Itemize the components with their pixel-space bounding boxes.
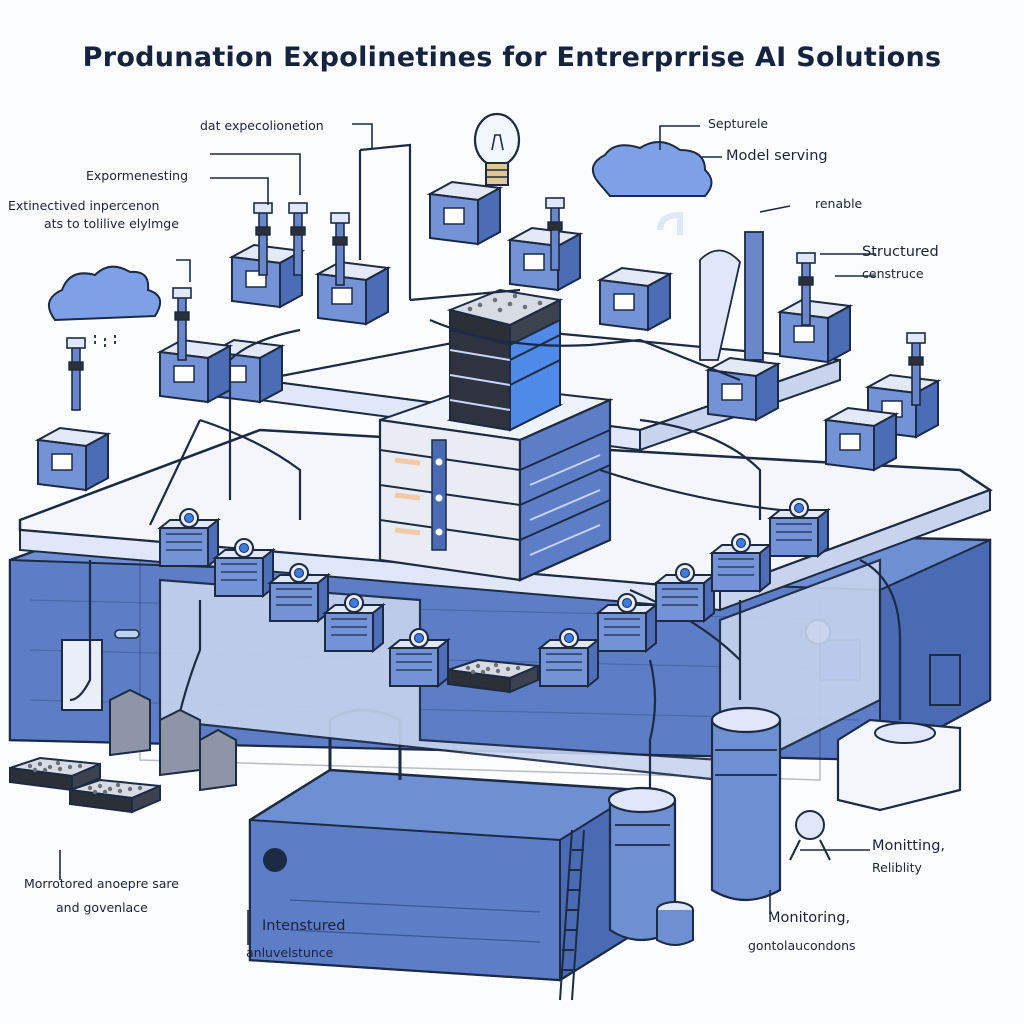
ladder: [559, 829, 585, 1001]
cylinder-tanks: [607, 706, 782, 946]
label-monitoring-right-line2: Reliblity: [872, 860, 922, 875]
label-experimenting: Expormenesting: [86, 168, 189, 183]
light-bulb-icon: [473, 112, 521, 186]
label-extinctioned-line1: Extinectived inpercenon: [8, 198, 160, 213]
page-title: Produnation Expolinetines for Entrerprri…: [82, 42, 942, 73]
label-renable: renable: [815, 196, 863, 211]
label-monitoring-bottom-line1: Monitoring,: [768, 910, 851, 926]
label-monitored-line1: Morrotored anoepre sare: [24, 876, 179, 891]
label-intensured-line2: anluvelstunce: [246, 945, 334, 960]
label-model-serving: Model serving: [726, 148, 828, 164]
label-extinctioned-line2: ats to tolilive elylmge: [44, 216, 179, 231]
label-monitored-line2: and govenlace: [56, 900, 148, 915]
label-monitoring-right-line1: Monitting,: [872, 838, 946, 854]
central-server-tower: [378, 383, 614, 582]
label-structured: Structured: [862, 244, 939, 260]
label-data-experimentation: dat expecolionetion: [200, 118, 324, 133]
cloud-icon-left: [47, 265, 162, 350]
connecting-pipes: [69, 143, 902, 790]
antenna-masts: [66, 197, 926, 411]
gpu-stack: [446, 288, 564, 432]
label-constructure: censtruce: [862, 266, 924, 281]
callout-leader-lines: [59, 123, 876, 945]
cloud-icon-right: [591, 141, 713, 197]
right-tub-module: [789, 654, 962, 861]
small-cabinets: [109, 688, 237, 792]
label-monitoring-bottom-line2: gontolaucondons: [748, 938, 856, 953]
label-intensured-line1: Intenstured: [262, 918, 346, 934]
label-septurele: Septurele: [708, 116, 769, 131]
